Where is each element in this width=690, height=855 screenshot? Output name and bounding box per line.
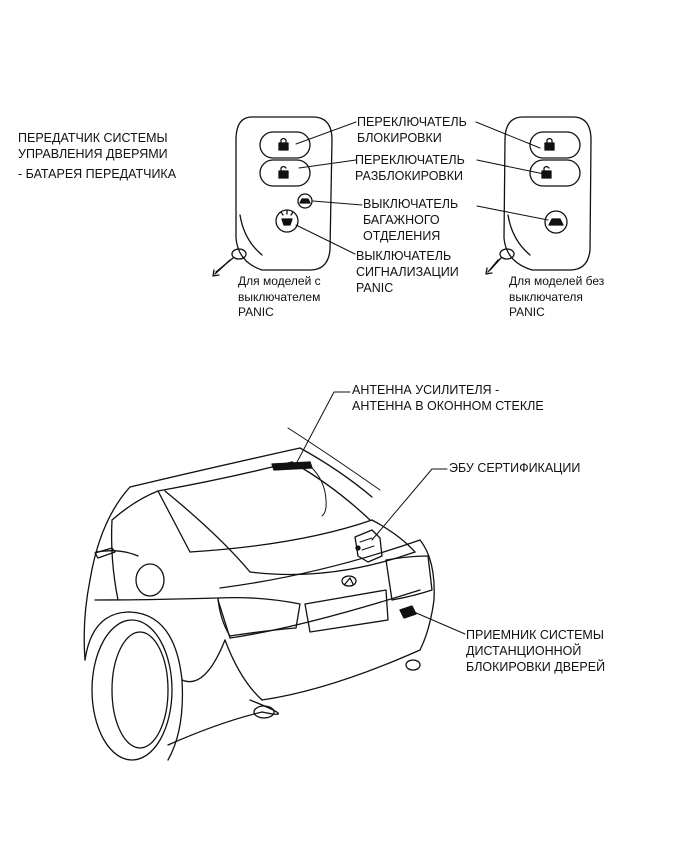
trunk-icon bbox=[299, 198, 311, 204]
key-fob-with-panic bbox=[212, 116, 333, 277]
panic-icon bbox=[280, 210, 294, 226]
lock-icon bbox=[544, 137, 555, 151]
transmitter-title-line3: - БАТАРЕЯ ПЕРЕДАТЧИКА bbox=[18, 167, 177, 181]
receiver-label: ПРИЕМНИК СИСТЕМЫ ДИСТАНЦИОННОЙ БЛОКИРОВК… bbox=[466, 628, 606, 674]
panic-switch-label: ВЫКЛЮЧАТЕЛЬ СИГНАЛИЗАЦИИ PANIC bbox=[356, 249, 459, 295]
transmitter-title-line2: УПРАВЛЕНИЯ ДВЕРЯМИ bbox=[18, 147, 168, 161]
lock-switch-label: ПЕРЕКЛЮЧАТЕЛЬ БЛОКИРОВКИ bbox=[357, 115, 467, 145]
ecu-label: ЭБУ СЕРТИФИКАЦИИ bbox=[449, 461, 581, 475]
caption-with-panic: Для моделей с выключателем PANIC bbox=[238, 274, 321, 319]
lock-icon bbox=[278, 137, 289, 151]
fob-leader-lines bbox=[295, 121, 549, 255]
trunk-button bbox=[297, 193, 313, 209]
transmitter-title-line1: ПЕРЕДАТЧИК СИСТЕМЫ bbox=[18, 131, 168, 145]
panic-button bbox=[275, 209, 299, 233]
trunk-icon bbox=[548, 218, 564, 226]
key-icon bbox=[485, 248, 515, 275]
unlock-icon bbox=[541, 165, 552, 179]
booster-antenna-label: АНТЕННА УСИЛИТЕЛЯ - АНТЕННА В ОКОННОМ СТ… bbox=[352, 383, 544, 413]
trunk-button bbox=[544, 210, 568, 234]
unlock-switch-label: ПЕРЕКЛЮЧАТЕЛЬ РАЗБЛОКИРОВКИ bbox=[355, 153, 465, 183]
trunk-switch-label: ВЫКЛЮЧАТЕЛЬ БАГАЖНОГО ОТДЕЛЕНИЯ bbox=[363, 197, 459, 243]
car-leader-lines bbox=[295, 391, 466, 635]
key-icon bbox=[212, 248, 247, 277]
key-fob-without-panic bbox=[485, 116, 592, 275]
lexus-emblem-icon bbox=[341, 575, 357, 587]
caption-without-panic: Для моделей без выключателя PANIC bbox=[509, 274, 605, 319]
unlock-icon bbox=[278, 165, 289, 179]
car-illustration bbox=[83, 427, 435, 761]
